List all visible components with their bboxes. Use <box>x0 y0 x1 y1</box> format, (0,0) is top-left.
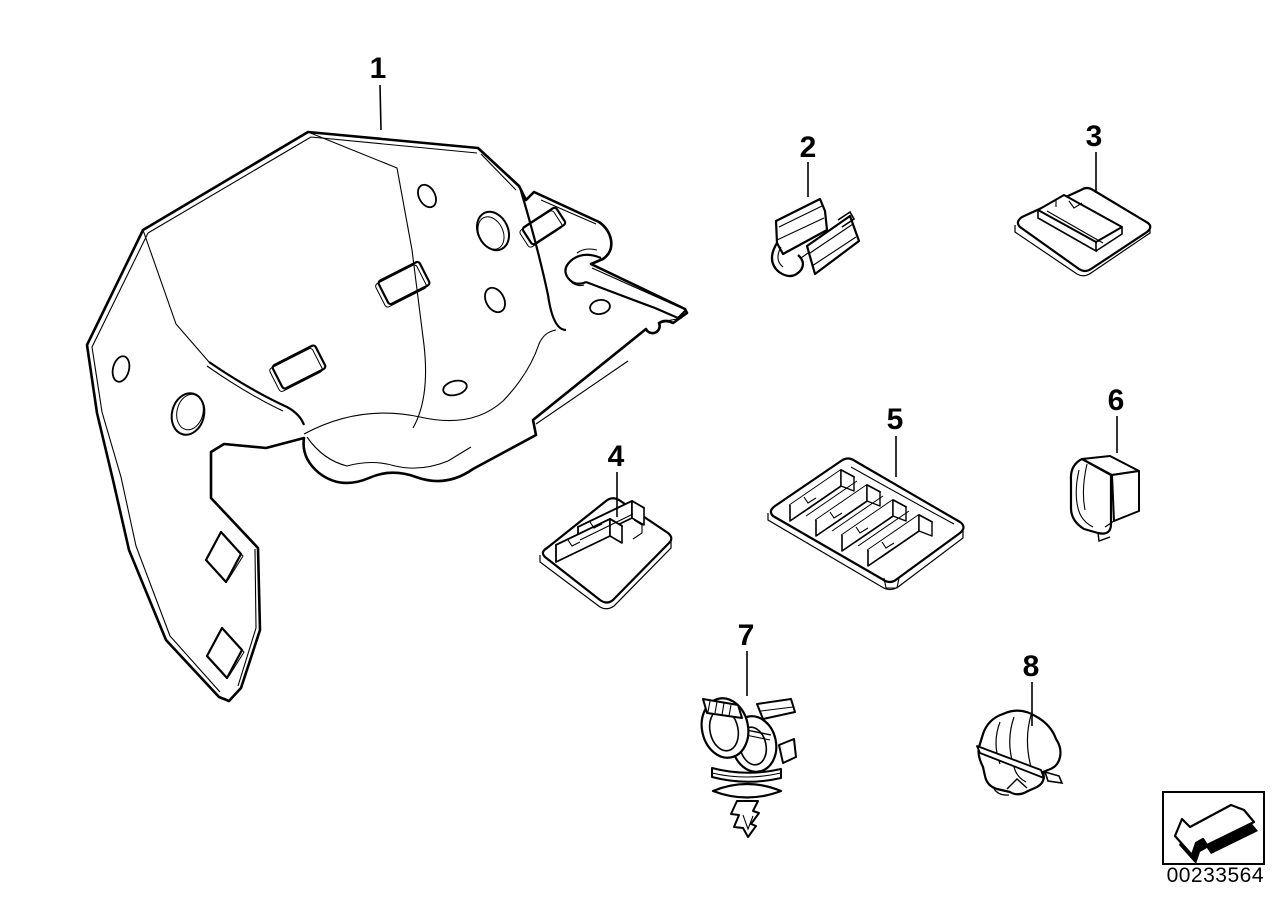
leader-lines <box>379 84 1118 726</box>
callout-7-label[interactable]: 7 <box>737 619 755 652</box>
callout-2-label[interactable]: 2 <box>799 131 817 164</box>
part-4-double-rail-clip-drawing[interactable] <box>539 497 673 610</box>
callout-1-label[interactable]: 1 <box>369 52 387 85</box>
callout-5-label[interactable]: 5 <box>886 403 904 436</box>
part-5-quad-rail-holder-drawing[interactable] <box>767 457 965 591</box>
arrow-down-left-3d-icon <box>1173 803 1258 864</box>
doc-number: 00233564 <box>1166 864 1264 887</box>
part-2-spring-clip-drawing[interactable] <box>770 197 861 278</box>
part-8-tube-clamp-drawing[interactable] <box>976 709 1064 796</box>
callout-8-label[interactable]: 8 <box>1022 650 1040 683</box>
part-3-single-rail-clip-drawing[interactable] <box>1014 186 1152 277</box>
callout-3-label[interactable]: 3 <box>1085 120 1103 153</box>
stamp-box <box>1162 791 1265 865</box>
callout-6-label[interactable]: 6 <box>1107 384 1125 417</box>
part-6-box-clip-drawing[interactable] <box>1069 455 1140 542</box>
part-1-holder-bracket-drawing[interactable] <box>85 130 689 703</box>
part-7-double-loop-holder-drawing[interactable] <box>696 694 797 838</box>
callout-4-label[interactable]: 4 <box>607 440 625 473</box>
leader-line-1 <box>379 84 382 131</box>
